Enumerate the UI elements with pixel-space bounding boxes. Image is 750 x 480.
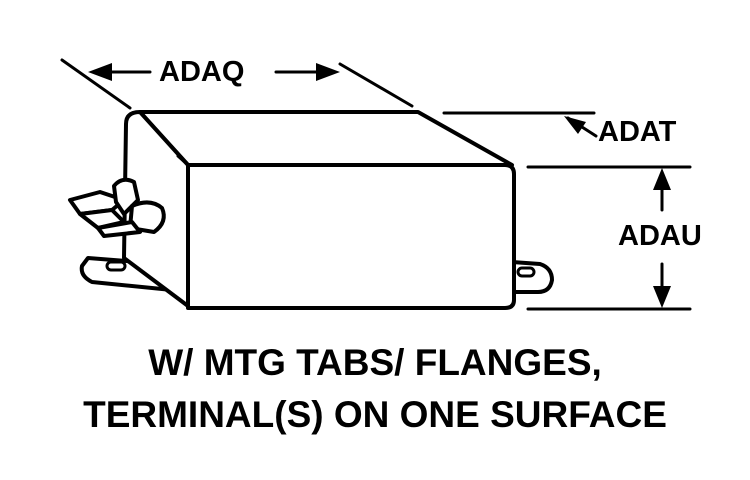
- box-front-face: [186, 163, 516, 310]
- adat-label: ADAT: [598, 116, 677, 148]
- adaq-arrowhead-left: [88, 63, 112, 81]
- right-mounting-tab: [510, 260, 554, 294]
- terminal-lug: [68, 177, 166, 238]
- adaq-extension-left: [60, 58, 132, 110]
- adau-label: ADAU: [618, 220, 702, 252]
- box-top-face: [138, 110, 514, 167]
- adau-arrowhead-bottom: [653, 286, 671, 308]
- caption-line-2: TERMINAL(S) ON ONE SURFACE: [83, 394, 667, 435]
- adau-arrowhead-top: [653, 168, 671, 190]
- adaq-arrowhead-right: [316, 63, 340, 81]
- adaq-extension-right: [338, 62, 414, 108]
- adat-arrowhead: [564, 116, 586, 134]
- adaq-label: ADAQ: [159, 56, 245, 88]
- caption-line-1: W/ MTG TABS/ FLANGES,: [148, 342, 602, 383]
